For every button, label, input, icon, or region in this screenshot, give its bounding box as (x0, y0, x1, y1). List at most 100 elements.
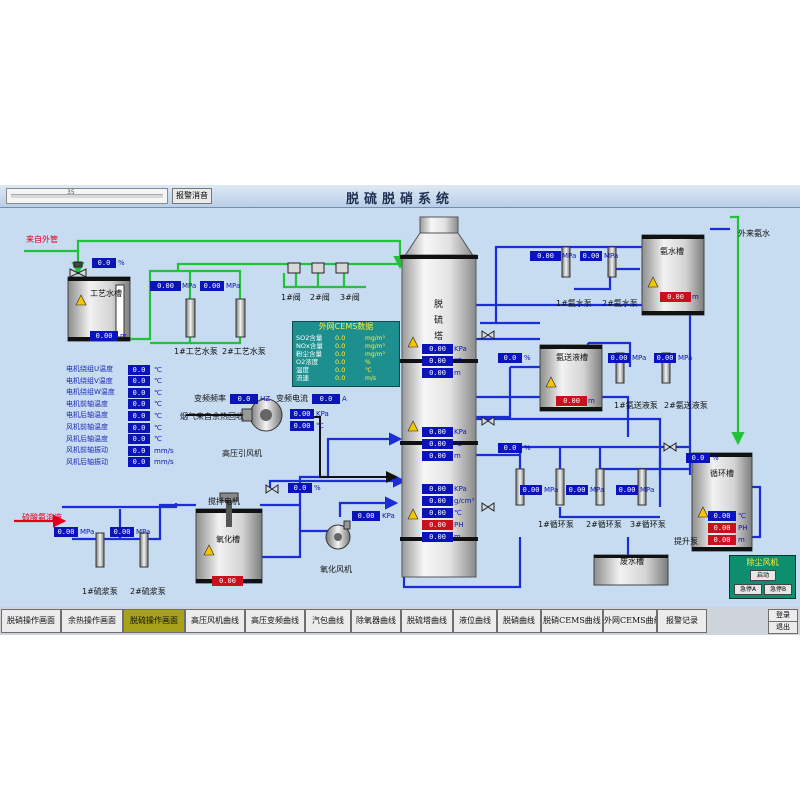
motor-reading-value: 0.0 (128, 364, 150, 375)
ammonia-level-value: 0.00 (660, 292, 691, 302)
valve-top-pct-unit: % (524, 354, 531, 362)
cems-row-name: 温度 (296, 366, 309, 374)
nav-button[interactable]: 余热操作画面 (61, 609, 123, 633)
green-pipes (24, 215, 745, 446)
vfd-current-unit: A (342, 395, 347, 403)
transfer-level-value: 0.00 (556, 396, 587, 406)
hp-induced-fan[interactable] (241, 398, 283, 432)
nav-button[interactable]: 高压变频曲线 (245, 609, 305, 633)
nav-button[interactable]: 汽包曲线 (305, 609, 351, 633)
process-pump2-pressure: 0.00 (200, 281, 224, 291)
vfd-freq-label: 变频频率 (194, 394, 226, 403)
circulation-tank[interactable] (691, 452, 753, 552)
dust-fan-start-button[interactable]: 启动 (750, 570, 776, 581)
circ-pump1-label: 1#循环泵 (538, 520, 574, 529)
nav-button[interactable]: 脱硫塔曲线 (401, 609, 453, 633)
transfer-pump2-unit: MPa (678, 354, 693, 362)
nav-button[interactable]: 报警记录 (657, 609, 707, 633)
transfer-level-unit: m (588, 397, 595, 405)
oxidation-level-unit: m (244, 577, 251, 585)
dust-fan-stop-a-button[interactable]: 急停A (734, 584, 762, 595)
tower-top-m-value: 0.00 (422, 368, 453, 378)
transfer-pump2-label: 2#氨送液泵 (664, 401, 708, 410)
cems-row-value: 0.0 (335, 334, 346, 342)
fan-kpa-unit: KPa (316, 410, 329, 418)
motor-reading-label: 风机前轴振动 (66, 446, 108, 455)
motor-reading-label: 电机绕组U温度 (66, 365, 114, 373)
valve-oxid-pct-value: 0.0 (288, 483, 312, 493)
waste-tank-label: 废水槽 (620, 557, 644, 566)
motor-reading-label: 电机绕组V温度 (66, 376, 113, 385)
circ-c-unit: ℃ (738, 512, 746, 520)
logout-button[interactable]: 退出 (768, 621, 798, 634)
process-pump1-label: 1#工艺水泵 (174, 347, 218, 356)
slurry-pump2-label: 2#硫浆泵 (130, 587, 166, 596)
vfd-freq-unit: HZ (260, 395, 271, 403)
tower-mid-kpa-value: 0.00 (422, 427, 453, 437)
tower-bot-ph-value: 0.00 (422, 520, 453, 530)
valve-mid-pct-value: 0.0 (498, 443, 522, 453)
nav-button[interactable]: 脱硝操作画面 (1, 609, 61, 633)
motor-reading-value: 0.0 (128, 410, 150, 421)
flue-gas-label: 烟气来自余热回收 (180, 412, 244, 421)
nav-button[interactable]: 脱硝CEMS曲线 (541, 609, 603, 633)
pumps[interactable] (95, 246, 671, 568)
circ-tank-label: 循环槽 (710, 469, 734, 478)
motor-reading-label: 电机前轴温度 (66, 399, 108, 408)
cems-row-value: 0.0 (335, 374, 346, 382)
nav-bar: 脱硝操作画面余热操作画面脱硫操作画面高压风机曲线高压变频曲线汽包曲线除氧器曲线脱… (0, 607, 800, 635)
motor-reading-value: 0.0 (128, 422, 150, 433)
oxidation-fan[interactable] (325, 520, 351, 550)
fan-c-unit: ℃ (316, 422, 324, 430)
cems-row-name: O2浓度 (296, 358, 319, 366)
motor-reading-label: 风机后轴温度 (66, 434, 108, 443)
slider-control[interactable]: 35 (6, 188, 168, 204)
nav-button[interactable]: 外网CEMS曲线 (603, 609, 657, 633)
inlet-pct-unit: % (118, 259, 125, 267)
vfd-freq-value: 0.0 (230, 394, 258, 404)
cems-row-unit: mg/m³ (365, 351, 385, 358)
valve1-label: 1#阀 (281, 293, 301, 302)
process-level-unit: m (120, 332, 127, 340)
tower-label-3: 塔 (434, 332, 444, 342)
tower-bot-g-value: 0.00 (422, 496, 453, 506)
dust-fan-panel: 除尘风机 启动 急停A 急停B (729, 555, 796, 599)
tower-mid-m-unit: m (454, 452, 461, 460)
motor-reading-unit: ℃ (154, 400, 162, 409)
motor-reading-label: 风机前轴温度 (66, 423, 108, 431)
nav-button[interactable]: 脱硫操作画面 (123, 609, 185, 633)
process-level-value: 0.00 (90, 331, 118, 341)
slurry-pump1-label: 1#硫浆泵 (82, 587, 118, 596)
nav-button[interactable]: 高压风机曲线 (185, 609, 245, 633)
tower-mid-c-unit: ℃ (454, 440, 462, 448)
cems-row-value: 0.0 (335, 342, 346, 350)
alarm-silence-button[interactable]: 报警消音 (172, 188, 212, 204)
ammonia-pump2-pressure: 0.00 (580, 251, 602, 261)
waste-water-tank[interactable] (593, 554, 669, 586)
slider-value: 35 (67, 189, 75, 196)
transfer-pump1-unit: MPa (632, 354, 647, 362)
circ-level-unit: m (738, 536, 745, 544)
dust-fan-title: 除尘风机 (746, 558, 779, 567)
cems-row-unit: mg/m³ (365, 335, 385, 342)
nav-button[interactable]: 除氧器曲线 (351, 609, 401, 633)
transfer-pump1-label: 1#氨送液泵 (614, 401, 658, 410)
tower-bot-g-unit: g/cm³ (454, 497, 475, 505)
valves[interactable] (69, 261, 677, 512)
nav-button[interactable]: 脱硝曲线 (497, 609, 541, 633)
transfer-pump1-pressure: 0.00 (608, 353, 630, 363)
cems-panel: 外网CEMS数据 SO2含量 NOx含量 粉尘含量 O2浓度 温度 流速 0.0… (292, 321, 400, 387)
tower-bot-m-unit: m (454, 533, 461, 541)
tower-top-kpa-value: 0.00 (422, 344, 453, 354)
tower-bot-ph-unit: PH (454, 521, 464, 529)
motor-reading-label: 电机绕组W温度 (66, 388, 115, 397)
scada-screen: 35 报警消音 脱硫脱硝系统 (0, 185, 800, 635)
motor-reading-unit: ℃ (154, 423, 162, 432)
valve-mid-pct-unit: % (524, 444, 531, 452)
nav-button[interactable]: 液位曲线 (453, 609, 497, 633)
valve-oxid-pct-unit: % (314, 484, 321, 492)
motor-reading-label: 风机后轴振动 (66, 457, 108, 466)
circ-pump3-unit: MPa (640, 486, 655, 494)
dust-fan-stop-b-button[interactable]: 急停B (764, 584, 792, 595)
slurry-pump1-pressure: 0.00 (54, 527, 78, 537)
